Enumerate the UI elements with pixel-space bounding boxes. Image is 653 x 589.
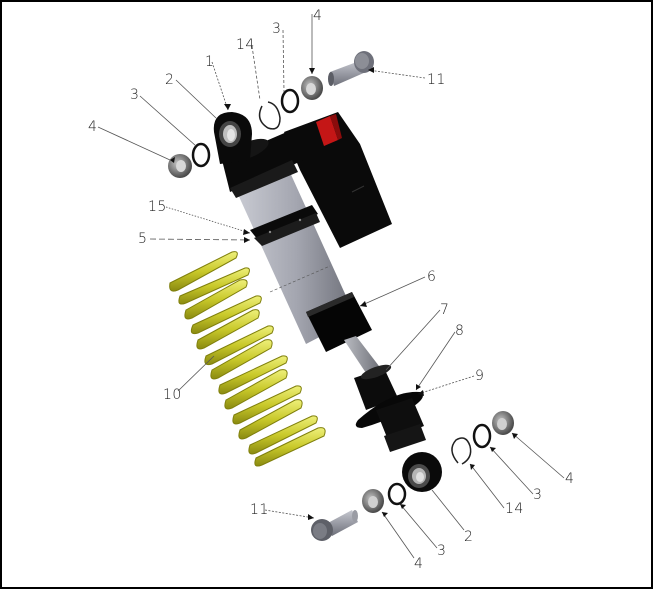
callout-11-lower: 11 (250, 502, 269, 518)
upper-left-o-ring (191, 142, 211, 168)
lower-left-spacer (362, 489, 384, 513)
callout-2-upper: 2 (165, 72, 175, 88)
callout-3-lower-right: 3 (533, 487, 543, 503)
lower-left-o-ring (387, 482, 407, 506)
shaft (344, 336, 382, 376)
callout-4-lower-left: 4 (414, 556, 424, 572)
callout-7: 7 (440, 302, 450, 318)
callout-5: 5 (138, 231, 148, 247)
lower-right-spacer (492, 411, 514, 435)
upper-left-spacer (168, 154, 192, 178)
callout-10: 10 (163, 387, 182, 403)
callout-11-upper: 11 (427, 72, 446, 88)
callout-3-lower-left: 3 (437, 543, 447, 559)
callout-9: 9 (475, 368, 485, 384)
upper-circlip (258, 101, 281, 130)
lower-assembly (354, 364, 442, 492)
upper-head (213, 112, 304, 198)
callout-4-upper-right: 4 (313, 8, 323, 24)
callout-14-upper: 14 (236, 37, 255, 53)
coil-spring (169, 251, 326, 467)
callout-4-upper-left: 4 (88, 119, 98, 135)
lower-circlip (451, 437, 472, 465)
callout-1: 1 (205, 54, 215, 70)
callout-4-lower-right: 4 (565, 471, 575, 487)
upper-right-o-ring (280, 88, 300, 114)
leader-lines (97, 14, 565, 559)
callout-2-lower: 2 (464, 529, 474, 545)
upper-right-spacer (301, 76, 323, 100)
callout-15: 15 (148, 199, 167, 215)
callout-14-lower: 14 (505, 501, 524, 517)
callout-3-upper-right: 3 (272, 21, 282, 37)
hardware (168, 51, 514, 541)
preload-collar (250, 205, 320, 246)
callout-8: 8 (455, 323, 465, 339)
lower-bolt (311, 510, 358, 541)
lower-right-o-ring (472, 423, 492, 449)
callout-3-upper-left: 3 (130, 87, 140, 103)
reservoir (284, 112, 392, 248)
upper-bolt (328, 51, 374, 86)
arrowheads (170, 67, 518, 520)
callout-6: 6 (427, 269, 437, 285)
